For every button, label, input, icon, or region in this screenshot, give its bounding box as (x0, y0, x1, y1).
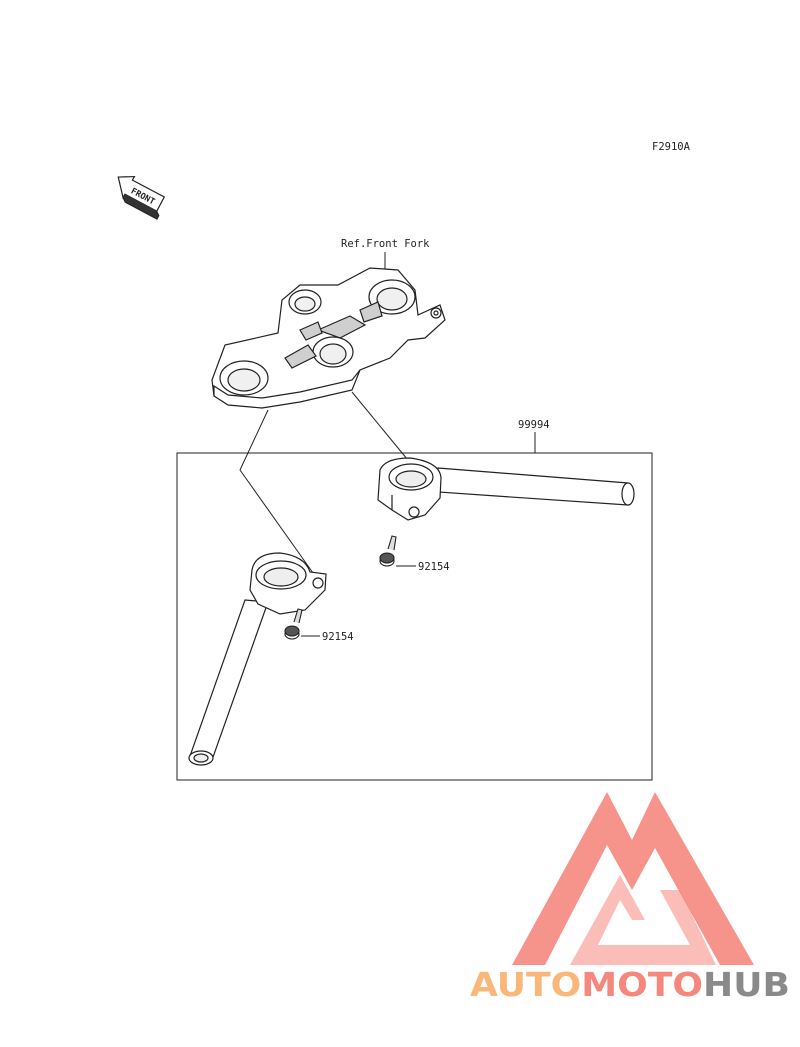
bolt-right (379, 535, 397, 567)
part-number-bolt-right: 92154 (418, 561, 450, 573)
bolt-left (284, 608, 303, 640)
part-number-bolt-left: 92154 (322, 631, 354, 643)
left-handlebar (188, 552, 327, 766)
figure-code: F2910A (652, 141, 691, 153)
kit-boundary-box (176, 452, 653, 781)
part-number-kit: 99994 (518, 419, 550, 431)
ref-front-fork-label: Ref.Front Fork (341, 238, 430, 250)
front-arrow-icon: FRONT (117, 175, 166, 220)
right-handlebar (377, 457, 635, 521)
upper-triple-clamp (211, 267, 446, 409)
